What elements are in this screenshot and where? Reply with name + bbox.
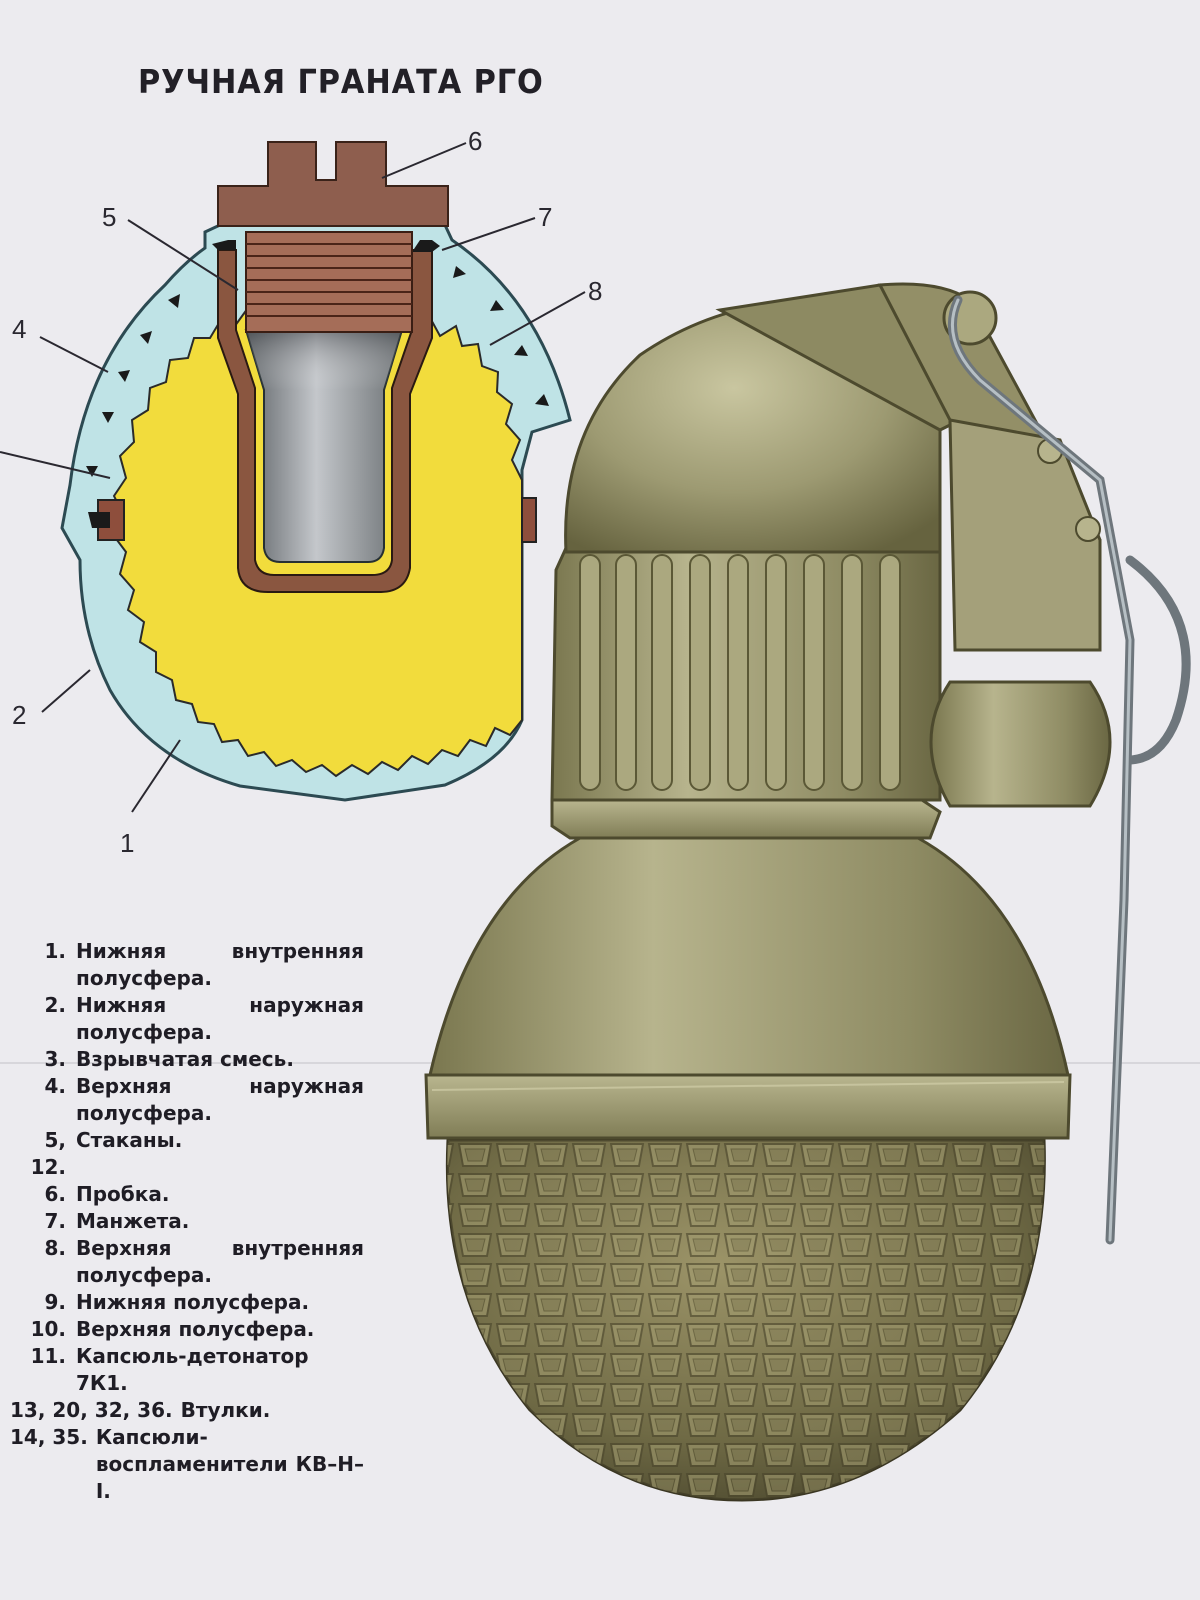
lower-body-bell — [424, 836, 1072, 1140]
legend-item: 9. Нижняя полусфера. — [14, 1289, 364, 1316]
legend-text: Верхняя полусфера. — [76, 1317, 315, 1341]
legend-item: 7. Манжета. — [14, 1208, 364, 1235]
legend-text: Нижняя наружная полусфера. — [76, 993, 364, 1044]
detonator-cup — [244, 329, 404, 563]
callout-2: 2 — [12, 700, 26, 730]
legend-number: 2. — [44, 993, 66, 1017]
legend-text: Капсюль-детонатор 7К1. — [76, 1344, 309, 1395]
legend-item: 13, 20, 32, 36. Втулки. — [10, 1397, 364, 1424]
top-dome — [564, 283, 963, 554]
callout-7: 7 — [538, 202, 552, 232]
callout-6: 6 — [468, 126, 482, 156]
fragment-markers — [86, 266, 549, 477]
legend-item: 11. Капсюль-детонатор 7К1. — [14, 1343, 364, 1397]
middle-collar — [550, 798, 942, 840]
legend-item: 14, 35. Капсюли-воспламенители КВ–Н–I. — [10, 1424, 364, 1505]
legend-number: 14, 35. — [10, 1425, 88, 1449]
legend-item: 4. Верхняя наружная полусфера. — [14, 1073, 364, 1127]
legend-number: 7. — [44, 1209, 66, 1233]
legend-number: 1. — [44, 939, 66, 963]
legend-text: Нижняя внутренняя полусфера. — [76, 939, 364, 990]
legend-number: 6. — [44, 1182, 66, 1206]
legend-number: 10. — [30, 1317, 66, 1341]
callout-4: 4 — [12, 314, 26, 344]
callout-1: 1 — [120, 828, 134, 858]
fuse-cylinder — [929, 680, 1112, 808]
legend-text: Пробка. — [76, 1182, 170, 1206]
legend-text: Верхняя внутренняя полусфера. — [76, 1236, 364, 1287]
legend-item: 8. Верхняя внутренняя полусфера. — [14, 1235, 364, 1289]
plug — [217, 141, 449, 227]
legend-text: Верхняя наружная полусфера. — [76, 1074, 364, 1125]
parts-legend: 1. Нижняя внутренняя полусфера. 2. Нижняя н… — [10, 938, 364, 1505]
legend-item: 6. Пробка. — [14, 1181, 364, 1208]
legend-number: 3. — [44, 1047, 66, 1071]
legend-text: Манжета. — [76, 1209, 190, 1233]
callout-5: 5 — [102, 202, 116, 232]
legend-item: 1. Нижняя внутренняя полусфера. — [14, 938, 364, 992]
legend-number: 13, 20, 32, 36. — [10, 1398, 173, 1422]
right-joint — [521, 497, 537, 543]
legend-number: 11. — [30, 1344, 66, 1368]
joint-gap — [88, 512, 110, 528]
legend-text: Капсюли-воспламенители КВ–Н–I. — [95, 1425, 364, 1503]
fragmentation-sphere — [445, 1138, 1046, 1502]
legend-number: 8. — [44, 1236, 66, 1260]
legend-number: 4. — [44, 1074, 66, 1098]
legend-number: 5, 12. — [30, 1128, 66, 1179]
callout-8: 8 — [588, 276, 602, 306]
legend-text: Нижняя полусфера. — [76, 1290, 310, 1314]
legend-text: Взрывчатая смесь. — [76, 1047, 294, 1071]
legend-item: 3. Взрывчатая смесь. — [14, 1046, 364, 1073]
legend-item: 5, 12. Стаканы. — [14, 1127, 364, 1181]
upper-ribbed-body — [550, 546, 942, 802]
legend-item: 2. Нижняя наружная полусфера. — [14, 992, 364, 1046]
page-title: РУЧНАЯ ГРАНАТА РГО — [138, 62, 544, 101]
legend-number: 9. — [44, 1290, 66, 1314]
rivet-icon — [1075, 516, 1101, 542]
legend-text: Втулки. — [180, 1398, 271, 1422]
threaded-sleeve — [245, 231, 413, 333]
legend-text: Стаканы. — [76, 1128, 183, 1152]
callout-leaders — [0, 142, 586, 813]
legend-item: 10. Верхняя полусфера. — [14, 1316, 364, 1343]
